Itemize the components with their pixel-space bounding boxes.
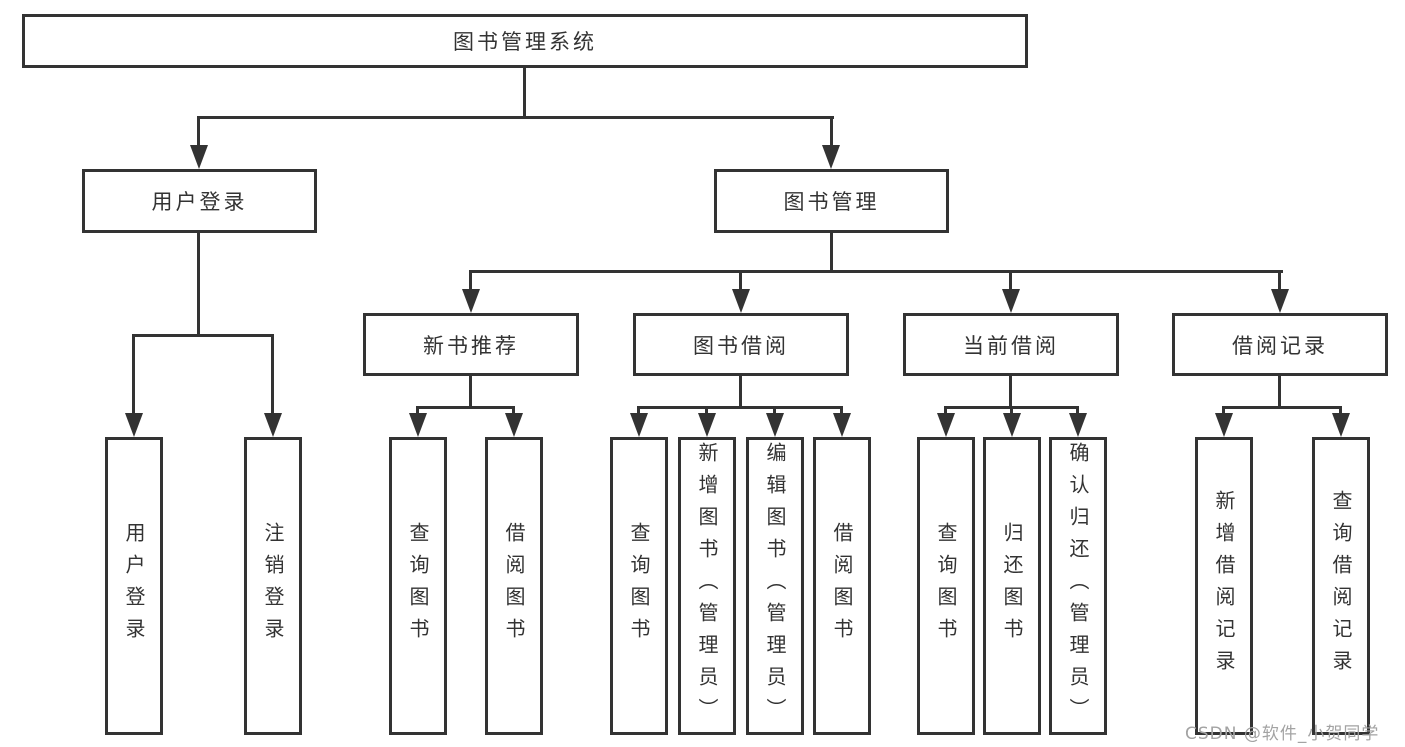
leaf-user-login-label: 用户登录 (122, 522, 146, 650)
leaf-confirm-return-admin: 确认归还（管理员） (1049, 437, 1107, 735)
connector-recommend-drop-2 (512, 406, 515, 415)
node-borrow-records-label: 借阅记录 (1232, 333, 1328, 358)
connector-records-stem (1278, 376, 1281, 409)
leaf-query-borrow-record-label: 查询借阅记录 (1329, 490, 1353, 682)
connector-borrow-drop-4 (840, 406, 843, 415)
arrow-down-query-borrow-record (1332, 413, 1350, 437)
node-user-login: 用户登录 (82, 169, 317, 233)
node-root-label: 图书管理系统 (453, 30, 597, 54)
connector-root-drop-left (197, 116, 200, 147)
connector-root-stem (523, 68, 526, 119)
connector-book-mgmt-drop-3 (1009, 270, 1012, 291)
leaf-query-books-recommend: 查询图书 (389, 437, 447, 735)
node-book-borrow-label: 图书借阅 (693, 333, 789, 358)
leaf-query-books-recommend-label: 查询图书 (406, 522, 430, 650)
connector-book-mgmt-rail (469, 270, 1283, 273)
leaf-query-books-current: 查询图书 (917, 437, 975, 735)
leaf-add-books-admin-label: 新增图书（管理员） (695, 442, 719, 730)
leaf-logout-label: 注销登录 (261, 522, 285, 650)
leaf-edit-books-admin: 编辑图书（管理员） (746, 437, 804, 735)
leaf-return-books-label: 归还图书 (1000, 522, 1024, 650)
arrow-down-query-books-recommend (409, 413, 427, 437)
connector-book-mgmt-drop-2 (739, 270, 742, 291)
node-new-book-recommend-label: 新书推荐 (423, 333, 519, 358)
leaf-logout: 注销登录 (244, 437, 302, 735)
leaf-borrow-books-recommend-label: 借阅图书 (502, 522, 526, 650)
connector-root-drop-right (830, 116, 833, 147)
connector-borrow-drop-3 (773, 406, 776, 415)
arrow-down-query-books-current (937, 413, 955, 437)
leaf-borrow-books-label: 借阅图书 (830, 522, 854, 650)
leaf-confirm-return-admin-label: 确认归还（管理员） (1066, 442, 1090, 730)
node-current-borrow-label: 当前借阅 (963, 333, 1059, 358)
connector-user-login-rail (132, 334, 274, 337)
arrow-down-confirm-return-admin (1069, 413, 1087, 437)
node-book-borrow: 图书借阅 (633, 313, 849, 376)
connector-root-rail (197, 116, 834, 119)
leaf-edit-books-admin-label: 编辑图书（管理员） (763, 442, 787, 730)
watermark: CSDN @软件_小贺同学 (1185, 724, 1380, 744)
connector-user-login-stem (197, 233, 200, 336)
arrow-down-borrow-records (1271, 289, 1289, 313)
arrow-down-book-borrow (732, 289, 750, 313)
arrow-down-borrow-books-recommend (505, 413, 523, 437)
connector-current-drop-1 (944, 406, 947, 415)
arrow-down-leaf-logout (264, 413, 282, 437)
leaf-add-books-admin: 新增图书（管理员） (678, 437, 736, 735)
node-user-login-label: 用户登录 (151, 190, 248, 214)
arrow-down-query-books-borrow (630, 413, 648, 437)
leaf-query-books-borrow: 查询图书 (610, 437, 668, 735)
connector-user-login-drop-2 (271, 334, 274, 414)
arrow-down-current-borrow (1002, 289, 1020, 313)
connector-recommend-stem (469, 376, 472, 409)
arrow-down-leaf-user-login (125, 413, 143, 437)
connector-borrow-drop-2 (705, 406, 708, 415)
node-book-management: 图书管理 (714, 169, 949, 233)
leaf-user-login: 用户登录 (105, 437, 163, 735)
arrow-down-borrow-books (833, 413, 851, 437)
connector-book-mgmt-drop-4 (1278, 270, 1281, 291)
leaf-return-books: 归还图书 (983, 437, 1041, 735)
leaf-add-borrow-record-label: 新增借阅记录 (1212, 490, 1236, 682)
node-current-borrow: 当前借阅 (903, 313, 1119, 376)
arrow-down-add-books-admin (698, 413, 716, 437)
node-book-management-label: 图书管理 (783, 190, 880, 214)
node-new-book-recommend: 新书推荐 (363, 313, 579, 376)
arrow-down-edit-books-admin (766, 413, 784, 437)
connector-borrow-drop-1 (637, 406, 640, 415)
leaf-query-borrow-record: 查询借阅记录 (1312, 437, 1370, 735)
connector-book-mgmt-stem (830, 233, 833, 273)
arrow-down-add-borrow-record (1215, 413, 1233, 437)
connector-records-rail (1222, 406, 1342, 409)
leaf-add-borrow-record: 新增借阅记录 (1195, 437, 1253, 735)
connector-current-drop-2 (1010, 406, 1013, 415)
node-root: 图书管理系统 (22, 14, 1028, 68)
connector-records-drop-1 (1222, 406, 1225, 415)
connector-recommend-rail (416, 406, 515, 409)
connector-book-mgmt-drop-1 (469, 270, 472, 291)
arrow-down-user-login (190, 145, 208, 169)
arrow-down-return-books (1003, 413, 1021, 437)
connector-borrow-rail (637, 406, 843, 409)
connector-current-stem (1009, 376, 1012, 409)
node-borrow-records: 借阅记录 (1172, 313, 1388, 376)
connector-records-drop-2 (1339, 406, 1342, 415)
leaf-query-books-borrow-label: 查询图书 (627, 522, 651, 650)
leaf-borrow-books-recommend: 借阅图书 (485, 437, 543, 735)
connector-recommend-drop-1 (416, 406, 419, 415)
connector-current-drop-3 (1076, 406, 1079, 415)
connector-user-login-drop-1 (132, 334, 135, 414)
arrow-down-new-book-recommend (462, 289, 480, 313)
connector-borrow-stem (739, 376, 742, 409)
leaf-query-books-current-label: 查询图书 (934, 522, 958, 650)
arrow-down-book-management (822, 145, 840, 169)
leaf-borrow-books: 借阅图书 (813, 437, 871, 735)
